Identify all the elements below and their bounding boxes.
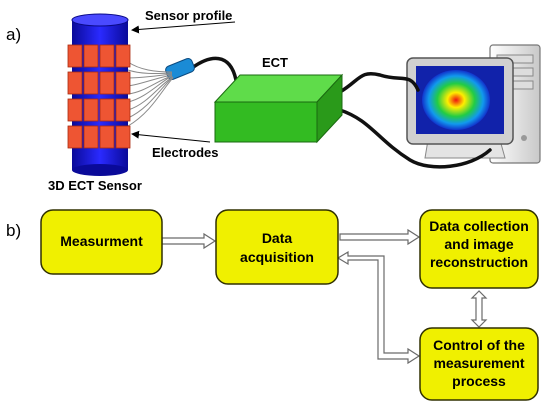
arrow-measure-to-acq (161, 232, 217, 250)
control-box: Control of the measurement process (419, 327, 539, 401)
arrow-control-to-acq (336, 250, 421, 365)
data-acquisition-line1: Data (262, 230, 293, 246)
data-collection-line1: Data collection (429, 218, 529, 234)
measurement-box: Measurment (40, 209, 163, 275)
data-collection-line2: and image (444, 236, 513, 252)
arrow-acq-to-collection (339, 228, 421, 246)
ect-label: ECT (262, 55, 288, 70)
control-line3: process (452, 373, 506, 389)
ect-unit-box (213, 73, 344, 144)
control-line2: measurement (433, 355, 524, 371)
measurement-label: Measurment (60, 233, 143, 249)
data-acquisition-box: Data acquisition (215, 209, 339, 285)
ect-sensor-cylinder (71, 13, 129, 176)
arrow-collection-control (470, 290, 488, 328)
panel-b-label: b) (6, 221, 21, 240)
data-collection-line3: reconstruction (430, 254, 528, 270)
sensor-profile-arrow (131, 21, 236, 34)
cables (190, 56, 492, 169)
control-line1: Control of the (433, 337, 525, 353)
flow-arrows (161, 228, 488, 365)
reconstruction-image (422, 70, 490, 130)
electrodes-arrow (131, 130, 211, 143)
electrode-array (67, 44, 131, 149)
data-acquisition-line2: acquisition (240, 249, 314, 265)
electrodes-label: Electrodes (152, 145, 218, 160)
electrode-wires (127, 61, 174, 127)
sensor-name-label: 3D ECT Sensor (48, 178, 142, 193)
panel-a-label: a) (6, 25, 21, 44)
data-collection-box: Data collection and image reconstruction (419, 209, 539, 289)
monitor-icon (406, 57, 514, 159)
sensor-profile-label: Sensor profile (145, 8, 232, 23)
